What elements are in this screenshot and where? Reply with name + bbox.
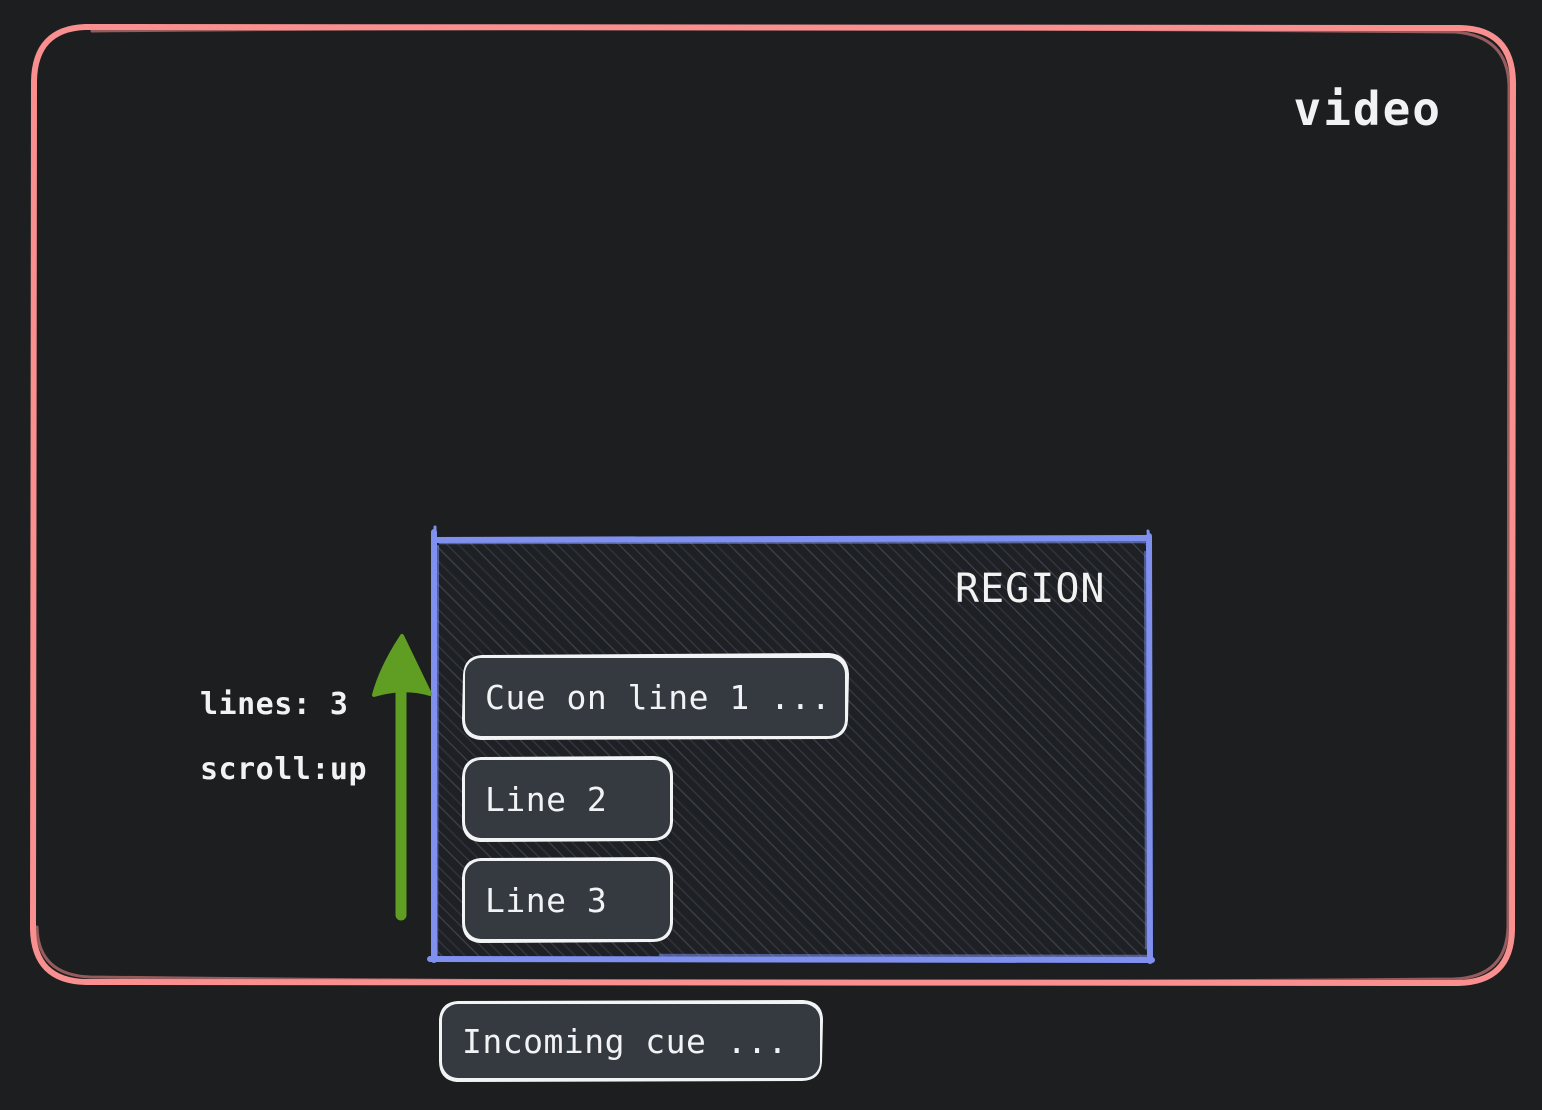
video-label: video (1293, 82, 1442, 136)
video-frame-border (29, 23, 1517, 987)
cue-box-line-1: Cue on line 1 ... (465, 658, 845, 736)
cue-box-line-3: Line 3 (465, 861, 670, 939)
region-scroll-setting: scroll:up (200, 752, 368, 787)
cue-box-line-2: Line 2 (465, 760, 670, 838)
cue-text: Line 3 (485, 880, 608, 920)
incoming-cue-box: Incoming cue ... (442, 1004, 820, 1078)
region-lines-setting: lines: 3 (200, 687, 349, 722)
incoming-cue-text: Incoming cue ... (462, 1021, 788, 1061)
region-label: REGION (955, 566, 1106, 612)
cue-text: Cue on line 1 ... (485, 677, 832, 717)
cue-text: Line 2 (485, 779, 608, 819)
arrow-up-icon (372, 634, 432, 921)
